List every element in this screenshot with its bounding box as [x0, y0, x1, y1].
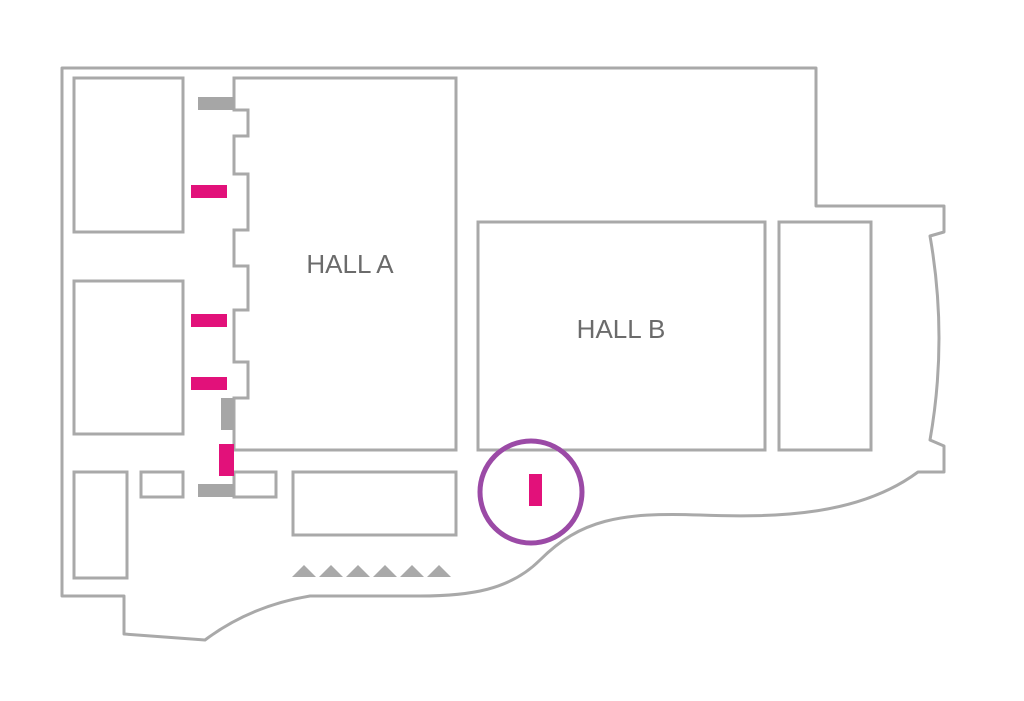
- entrance-arrow: [427, 565, 451, 577]
- room-right: [777, 220, 873, 452]
- door-grey-bottom: [198, 484, 234, 497]
- door-accent-4: [219, 444, 234, 476]
- hall-a: [232, 76, 458, 452]
- entrance-arrows: [292, 565, 451, 577]
- entrance-arrow: [346, 565, 370, 577]
- room-bottom-wide: [291, 470, 458, 537]
- entrance-arrow: [292, 565, 316, 577]
- hall-b: [476, 220, 767, 452]
- room-left-middle: [72, 279, 185, 436]
- room-small-1: [139, 470, 185, 499]
- room-small-2: [232, 470, 278, 499]
- entrance-arrow: [373, 565, 397, 577]
- highlight-ring: [477, 438, 585, 546]
- door-accent-1: [191, 185, 227, 198]
- hall-a-label: HALL A: [306, 249, 394, 279]
- door-grey-top: [198, 97, 234, 110]
- door-marker: [529, 474, 542, 506]
- building-outline: [60, 66, 946, 642]
- door-grey-middle: [221, 398, 234, 430]
- entrance-arrow: [400, 565, 424, 577]
- hall-b-label: HALL B: [577, 314, 666, 344]
- room-left-top: [72, 76, 185, 234]
- door-accent-2: [191, 314, 227, 327]
- room-left-bottom: [72, 470, 129, 580]
- entrance-arrow: [319, 565, 343, 577]
- door-accent-3: [191, 377, 227, 390]
